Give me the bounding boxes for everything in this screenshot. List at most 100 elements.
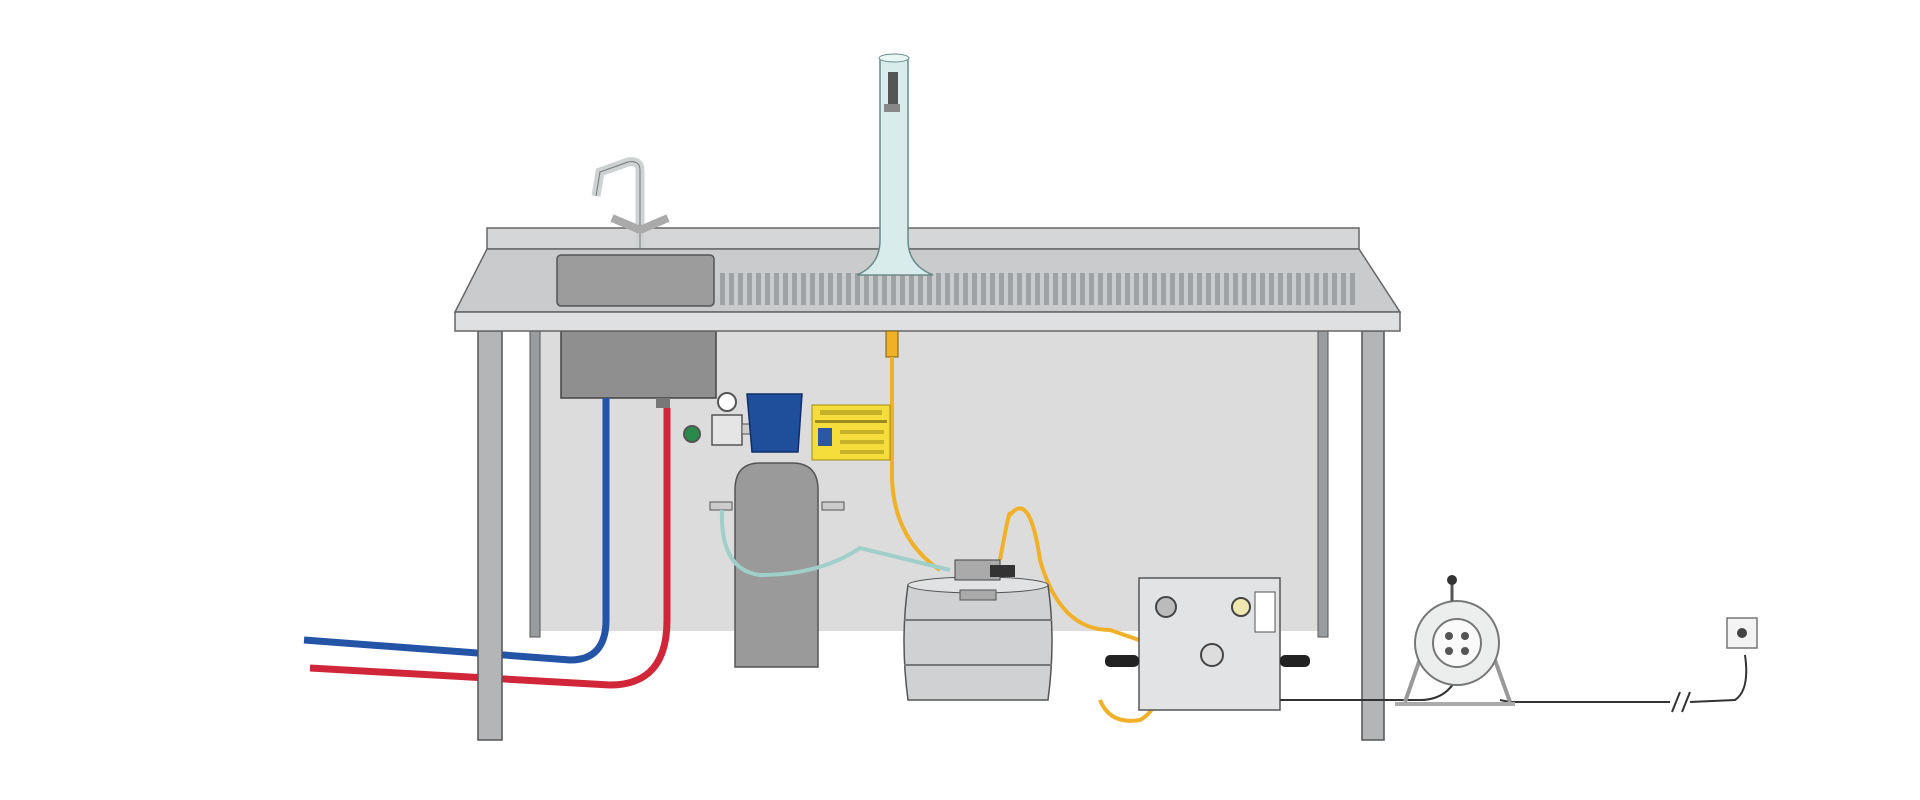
beer-cooler bbox=[1105, 577, 1310, 711]
drip-tray-groove bbox=[1269, 273, 1274, 305]
table-front-edge bbox=[454, 311, 1401, 332]
drip-tray-groove bbox=[1143, 273, 1148, 305]
drip-tray-groove bbox=[1179, 273, 1184, 305]
drip-tray-groove bbox=[1224, 273, 1229, 305]
drip-tray-groove bbox=[1053, 273, 1058, 305]
wall-outlet bbox=[1726, 617, 1758, 649]
drip-tray-groove bbox=[756, 273, 761, 305]
pressure-gauge-icon bbox=[683, 425, 701, 443]
drip-tray-groove bbox=[999, 273, 1004, 305]
drip-tray-groove bbox=[918, 273, 923, 305]
drip-tray-groove bbox=[1197, 273, 1202, 305]
drip-tray-groove bbox=[1323, 273, 1328, 305]
drip-tray-groove bbox=[720, 273, 725, 305]
drip-tray-groove bbox=[990, 273, 995, 305]
drip-tray-groove bbox=[891, 273, 896, 305]
drip-tray-groove bbox=[936, 273, 941, 305]
drip-tray-groove bbox=[855, 273, 860, 305]
drip-tray-groove bbox=[783, 273, 788, 305]
drip-tray-groove bbox=[1026, 273, 1031, 305]
beer-tower bbox=[856, 53, 934, 276]
faucet bbox=[591, 157, 670, 248]
drip-tray-groove bbox=[1017, 273, 1022, 305]
drip-tray-groove bbox=[1098, 273, 1103, 305]
drip-tray-groove bbox=[963, 273, 968, 305]
drip-tray-groove bbox=[837, 273, 842, 305]
drip-tray-groove bbox=[819, 273, 824, 305]
drip-tray-groove bbox=[972, 273, 977, 305]
beer-keg bbox=[903, 559, 1053, 701]
pressure-gauge-icon bbox=[717, 392, 737, 412]
table-front-leg-right bbox=[1361, 330, 1385, 741]
drip-tray-groove bbox=[1071, 273, 1076, 305]
drip-tray-groove bbox=[1152, 273, 1157, 305]
tap-handle-icon bbox=[888, 72, 898, 106]
table-backsplash bbox=[486, 227, 1360, 250]
drip-tray-groove bbox=[846, 273, 851, 305]
drip-tray-groove bbox=[1206, 273, 1211, 305]
drip-tray-grooves bbox=[720, 273, 1355, 305]
co2-hose bbox=[719, 509, 951, 578]
drip-tray-groove bbox=[1314, 273, 1319, 305]
drip-tray-groove bbox=[927, 273, 932, 305]
drip-tray-groove bbox=[1233, 273, 1238, 305]
table-front-leg-left bbox=[477, 330, 503, 741]
drip-tray-groove bbox=[1134, 273, 1139, 305]
drip-tray-groove bbox=[1035, 273, 1040, 305]
drip-tray-groove bbox=[1107, 273, 1112, 305]
drip-tray-groove bbox=[810, 273, 815, 305]
drip-tray-groove bbox=[1215, 273, 1220, 305]
drip-tray-groove bbox=[1080, 273, 1085, 305]
drip-tray-groove bbox=[981, 273, 986, 305]
drip-tray-groove bbox=[828, 273, 833, 305]
hot-water-hose bbox=[309, 408, 671, 689]
sink-bowl bbox=[560, 330, 717, 399]
drip-tray-groove bbox=[864, 273, 869, 305]
drip-tray-groove bbox=[801, 273, 806, 305]
drip-tray-groove bbox=[1260, 273, 1265, 305]
table-back-leg-left bbox=[529, 330, 541, 638]
drip-tray-groove bbox=[1044, 273, 1049, 305]
co2-bottle bbox=[709, 393, 845, 668]
cold-water-hose bbox=[303, 398, 610, 664]
drip-tray-groove bbox=[765, 273, 770, 305]
warning-sign bbox=[811, 404, 891, 461]
thermostat-dial-icon bbox=[1200, 643, 1224, 667]
drip-tray-groove bbox=[882, 273, 887, 305]
drip-tray-groove bbox=[1188, 273, 1193, 305]
drip-tray-groove bbox=[1125, 273, 1130, 305]
drip-tray-groove bbox=[774, 273, 779, 305]
drip-tray-groove bbox=[909, 273, 914, 305]
sink-drain bbox=[656, 398, 670, 408]
drip-tray-groove bbox=[1305, 273, 1310, 305]
drip-tray-groove bbox=[1062, 273, 1067, 305]
drip-tray-groove bbox=[1251, 273, 1256, 305]
power-cable bbox=[1280, 654, 1748, 703]
drip-tray-groove bbox=[738, 273, 743, 305]
tower-coupling bbox=[885, 330, 899, 358]
drip-tray-groove bbox=[1278, 273, 1283, 305]
drip-tray-groove bbox=[1341, 273, 1346, 305]
cooler-line bbox=[998, 506, 1140, 642]
drip-tray-groove bbox=[747, 273, 752, 305]
drip-tray-groove bbox=[900, 273, 905, 305]
table-back-leg-right bbox=[1317, 330, 1329, 638]
drip-tray-groove bbox=[1332, 273, 1337, 305]
drip-tray-groove bbox=[1116, 273, 1121, 305]
drip-tray-groove bbox=[945, 273, 950, 305]
drip-tray-groove bbox=[954, 273, 959, 305]
sink-basin bbox=[556, 254, 715, 307]
drip-tray-groove bbox=[1296, 273, 1301, 305]
drip-tray-groove bbox=[1287, 273, 1292, 305]
drip-tray-groove bbox=[1161, 273, 1166, 305]
drip-tray-groove bbox=[873, 273, 878, 305]
drip-tray-groove bbox=[792, 273, 797, 305]
beer-line bbox=[890, 357, 942, 572]
cable-break-icon bbox=[1671, 691, 1691, 713]
cable-reel bbox=[1395, 575, 1515, 706]
drip-tray-groove bbox=[1350, 273, 1355, 305]
drip-tray-groove bbox=[1008, 273, 1013, 305]
drip-tray-groove bbox=[1242, 273, 1247, 305]
drip-tray-groove bbox=[1170, 273, 1175, 305]
